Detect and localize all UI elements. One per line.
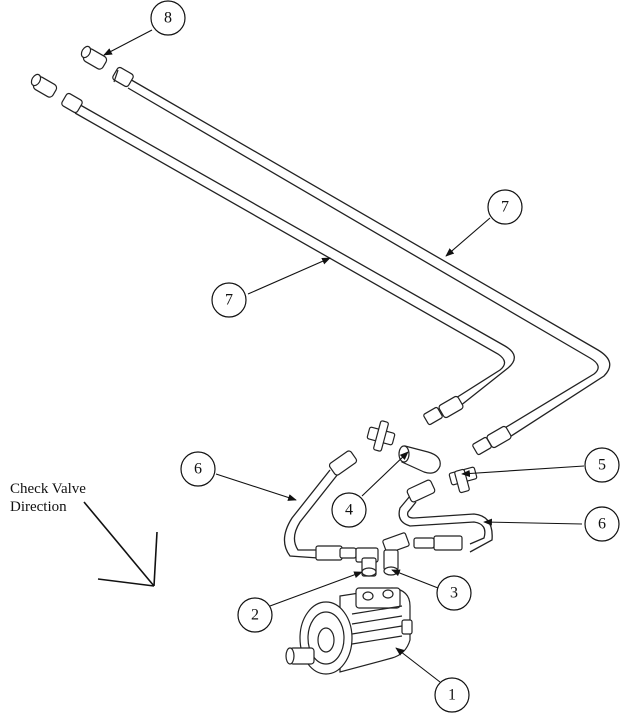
hose-7-lower xyxy=(74,101,515,411)
callout-6-right: 6 xyxy=(584,506,620,542)
hose-7-lower-end-fitting xyxy=(61,92,83,114)
leader-1 xyxy=(395,647,441,683)
hose-7-lower-bottom-fitting xyxy=(423,395,464,426)
check-valve-label-line-2: Direction xyxy=(10,499,67,515)
leader-5 xyxy=(461,465,585,477)
check-valve-label-line-1: Check Valve xyxy=(10,481,86,497)
fitting-8-lower xyxy=(30,73,58,98)
check-valve-direction-arrow xyxy=(83,501,158,587)
leader-3 xyxy=(391,569,439,589)
callout-6-right-label: 6 xyxy=(598,516,606,533)
elbow-fitting-4 xyxy=(398,445,441,474)
callout-7-left: 7 xyxy=(211,282,247,318)
tee-fitting-5 xyxy=(448,466,478,494)
leader-6-left xyxy=(215,473,297,501)
hose-7-upper-end-fitting xyxy=(112,66,134,88)
callout-3: 3 xyxy=(436,575,472,611)
callout-7-left-label: 7 xyxy=(225,292,233,309)
callout-6-left: 6 xyxy=(180,451,216,487)
callout-7-right-label: 7 xyxy=(501,199,509,216)
leader-4 xyxy=(361,451,409,497)
elbow-fitting-2 xyxy=(355,547,379,577)
callout-2: 2 xyxy=(237,597,273,633)
hose-7-upper-bottom-fitting xyxy=(472,425,512,456)
check-valve-direction-label: Check Valve Direction xyxy=(10,480,86,516)
leader-7-right xyxy=(445,217,491,257)
callout-1: 1 xyxy=(434,677,470,713)
hydraulic-motor-1 xyxy=(285,587,413,675)
leader-6-right xyxy=(483,518,583,526)
callout-4-label: 4 xyxy=(345,502,353,519)
callout-6-left-label: 6 xyxy=(194,461,202,478)
callout-8-label: 8 xyxy=(164,10,172,27)
callout-1-label: 1 xyxy=(448,687,456,704)
leader-lines xyxy=(103,29,585,683)
hose-6-left xyxy=(283,469,339,559)
hose-6-right xyxy=(398,495,493,553)
callout-5-label: 5 xyxy=(598,457,606,474)
leader-8 xyxy=(103,29,153,56)
hose-7-upper xyxy=(127,77,611,441)
leader-2 xyxy=(269,571,363,607)
fitting-8-upper xyxy=(80,45,108,70)
leader-7-left xyxy=(247,257,331,295)
callout-7-right: 7 xyxy=(487,189,523,225)
callout-8: 8 xyxy=(150,0,186,36)
hose-6-right-fittings xyxy=(406,479,463,551)
callout-2-label: 2 xyxy=(251,607,259,624)
elbow-fitting-3 xyxy=(382,532,410,576)
callout-5: 5 xyxy=(584,447,620,483)
tee-fitting-upper xyxy=(366,420,396,452)
callout-4: 4 xyxy=(331,492,367,528)
callout-3-label: 3 xyxy=(450,585,458,602)
hose-6-left-fittings xyxy=(315,450,358,561)
